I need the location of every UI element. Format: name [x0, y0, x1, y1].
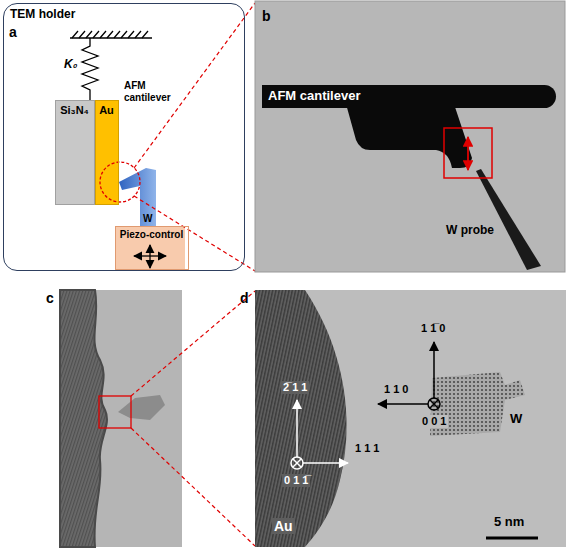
panel-letter: c	[46, 290, 54, 306]
piezo-arrows	[134, 245, 166, 268]
au-fill	[95, 100, 119, 205]
piezo-arrows	[149, 245, 150, 268]
w-tip	[118, 395, 165, 420]
miller-index: 1 1 0	[382, 383, 410, 396]
w-axes	[428, 398, 440, 410]
ground-support	[70, 37, 152, 38]
au-axes	[291, 457, 303, 469]
node-text: Au	[99, 104, 114, 117]
part-label: W probe	[446, 224, 494, 238]
material-label: Au	[272, 518, 295, 534]
node-text: Si₃N₄	[60, 104, 89, 117]
miller-index: 1 1̅ 0	[419, 322, 447, 335]
piezo-box: Piezo-control	[115, 226, 189, 270]
node-text: AFM cantilever	[268, 89, 360, 104]
tem-image	[60, 290, 182, 547]
cantilever-bar: AFM cantilever	[262, 85, 556, 108]
tem-image	[255, 1, 565, 272]
w-axes	[378, 342, 440, 410]
zoom-lines	[131, 291, 255, 396]
spring-constant: K₀	[64, 58, 77, 72]
si3n4-fill	[55, 100, 95, 205]
w-axes	[430, 400, 438, 408]
miller-index: 2̅ 1 1	[281, 381, 309, 394]
au-lattice	[255, 290, 347, 547]
zoom-box	[99, 396, 131, 428]
zoom-lines	[134, 3, 255, 168]
zoom-lines	[131, 291, 255, 546]
material-label: W	[510, 412, 522, 427]
w-axes	[378, 403, 428, 405]
node-text: Piezo-control	[120, 229, 183, 241]
piezo-fill	[115, 226, 185, 270]
au-surface	[60, 290, 107, 547]
hrtem-image	[255, 290, 566, 547]
miller-index: 0 1 1̅	[282, 474, 310, 487]
cantilever-tip	[346, 104, 472, 168]
ground-support	[72, 31, 148, 38]
holder-box: TEM holderSi₃N₄ AuPiezo-control	[3, 3, 245, 271]
miller-index: 1 1 1	[353, 442, 381, 455]
au-axes	[293, 459, 301, 467]
motion-arrow	[467, 137, 469, 170]
panel-letter: a	[9, 24, 17, 40]
au-axes	[296, 400, 298, 457]
w-probe	[119, 168, 156, 226]
ground-support	[70, 31, 152, 38]
scale-bar	[486, 537, 538, 540]
miller-index: 0 0 1	[420, 415, 448, 428]
material-block: Si₃N₄	[55, 100, 95, 205]
zoom-lines	[131, 428, 255, 546]
panel-letter: b	[262, 8, 271, 24]
zoom-box	[444, 128, 492, 178]
scale-label: 5 nm	[494, 515, 524, 530]
part-label: W	[143, 213, 152, 225]
material-block: Au	[95, 100, 119, 205]
panel-letter: d	[240, 290, 249, 306]
w-probe-image	[476, 169, 541, 270]
node-text: TEM holder	[10, 8, 75, 22]
au-axes	[303, 462, 348, 464]
au-axes	[291, 400, 348, 469]
part-label: AFM cantilever	[124, 80, 176, 103]
spring	[82, 38, 98, 100]
w-axes	[433, 342, 435, 398]
